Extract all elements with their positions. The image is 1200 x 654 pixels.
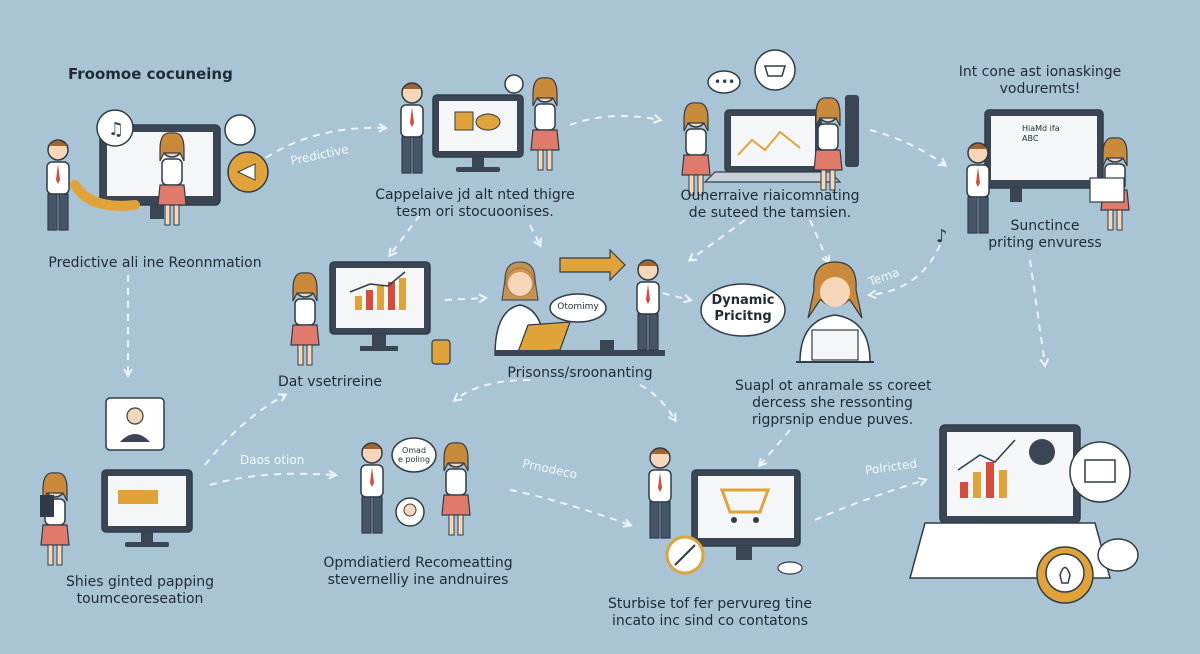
- gear-bubble-icon: [1069, 441, 1131, 503]
- scene-middle-left: [290, 261, 451, 366]
- monitor-icon: [101, 469, 193, 548]
- caption-top-right: Int cone ast ionaskinge voduremts!: [940, 64, 1140, 98]
- man-figure-icon: [636, 259, 660, 351]
- chat-bubble-icon: [707, 70, 741, 94]
- arrow-11: [444, 298, 485, 300]
- edge-label-dacs-otion: Daos otion: [240, 453, 305, 467]
- otomimy-bubble: [549, 293, 607, 323]
- caption-optimized: Opmdiatierd Recomeatting stevernelliy in…: [318, 555, 518, 589]
- svg-text:•••: •••: [714, 75, 735, 89]
- arrow-6: [690, 219, 746, 260]
- caption-line: Opmdiatierd Recomeatting: [323, 555, 513, 571]
- caption-line: Suapl ot anramale ss coreet: [735, 378, 932, 394]
- arrow-18: [509, 489, 630, 525]
- scene-bottom-left: [40, 397, 193, 566]
- man-figure-icon: [400, 82, 424, 174]
- arrow-19: [814, 480, 925, 521]
- document-icon: [811, 329, 859, 361]
- scene-top-right: ♪: [936, 109, 1130, 247]
- svg-text:♫: ♫: [108, 119, 124, 140]
- caption-personal-recommending: Prisonss/sroonanting: [507, 365, 653, 381]
- screen-line: HiaMd ifa: [1022, 124, 1060, 133]
- woman-figure-icon: [441, 442, 471, 536]
- arrow-1: [254, 128, 385, 166]
- arrow-15: [760, 429, 791, 465]
- dynamic-pricing-bubble: [700, 283, 786, 337]
- otomimy-text: Otomimy: [557, 302, 599, 312]
- arrow-9: [1029, 259, 1045, 365]
- arrow-14: [639, 384, 675, 420]
- omad-text: Omad e poling: [394, 446, 434, 464]
- arrow-2: [569, 116, 660, 126]
- chat-bubble-icon: [224, 114, 256, 146]
- arrow-17: [209, 474, 335, 486]
- caption-line: de suteed the tamsien.: [688, 205, 852, 221]
- caption-line: stevernelliy ine andnuires: [327, 572, 509, 588]
- scene-top-center: [400, 74, 560, 174]
- caption-line: Shies ginted papping: [66, 574, 214, 590]
- scene-bottom-right: [909, 424, 1139, 604]
- caption-line: tesm ori stocuoonises.: [396, 204, 554, 220]
- woman-figure-icon: [40, 472, 70, 566]
- connector-arrows: [128, 116, 1045, 525]
- caption-structure: Sturbise tof fer pervureg tine incato in…: [590, 596, 830, 630]
- man-figure-icon: [46, 139, 70, 231]
- scene-top-right-center: •••: [681, 49, 859, 196]
- bubble-line: Dynamic: [711, 293, 775, 308]
- caption-line: Cappelaive jd alt nted thigre: [375, 187, 575, 203]
- scene-middle-right: [796, 261, 874, 363]
- monitor-icon: [432, 94, 524, 173]
- woman-figure-icon: [290, 272, 320, 366]
- caption-line: incato inc sind co contatons: [612, 613, 808, 629]
- arrow-8: [870, 244, 941, 295]
- scene-bottom-center-left: [360, 437, 471, 536]
- caption-line: Sturbise tof fer pervureg tine: [608, 596, 812, 612]
- bubble-line: Pricitng: [714, 309, 772, 324]
- man-figure-icon: [360, 442, 384, 534]
- caption-line: Sunctince: [1010, 218, 1080, 234]
- caption-supply: Suapl ot anramale ss coreet dercess she …: [735, 378, 932, 429]
- man-figure-icon: [648, 447, 672, 539]
- woman-figure-icon: [530, 77, 560, 171]
- cart-bubble-icon: [754, 49, 796, 91]
- arrow-16: [204, 395, 285, 466]
- arrow-7: [809, 219, 828, 262]
- caption-data-retrieval: Dat vsetrireine: [277, 374, 383, 390]
- caption-shies: Shies ginted papping toumceoreseation: [40, 574, 240, 608]
- top-left-title: Froomoe cocuneing: [68, 65, 233, 83]
- caption-sunctince: Sunctince priting envuress: [975, 218, 1115, 252]
- caption-line: Int cone ast ionaskinge: [958, 64, 1122, 80]
- caption-line: dercess she ressonting: [752, 395, 913, 411]
- dynamic-pricing-text: Dynamic Pricitng: [701, 293, 785, 325]
- caption-predictive-recommendation: Predictive ali ine Reonnmation: [48, 255, 262, 271]
- arrow-4: [390, 214, 421, 255]
- caption-overview: Ounerraive riaicomnating de suteed the t…: [665, 188, 875, 222]
- caption-line: rigprsnip endue puves.: [751, 412, 914, 428]
- screen-line: ABC: [1022, 134, 1039, 143]
- arrow-13: [455, 379, 531, 400]
- svg-text:♪: ♪: [936, 226, 948, 247]
- scene-middle-center: [494, 248, 665, 356]
- caption-line: priting envuress: [988, 235, 1102, 251]
- caption-line: Ounerraive riaicomnating: [680, 188, 860, 204]
- arrow-sign-icon: [559, 248, 626, 282]
- arrow-3: [869, 129, 945, 165]
- bubble-line: e poling: [397, 455, 431, 464]
- scene-top-left: ♫: [46, 109, 269, 231]
- speech-bubble-icon: [391, 437, 437, 473]
- caption-line: toumceoreseation: [76, 591, 204, 607]
- caption-line: voduremts!: [999, 81, 1081, 97]
- scene-bottom-center: [648, 447, 803, 575]
- arrow-5: [529, 224, 540, 245]
- bubble-line: Omad: [401, 446, 427, 455]
- screen-text: HiaMd ifa ABC: [1022, 124, 1072, 144]
- music-bubble-icon: [96, 109, 134, 147]
- caption-capable: Cappelaive jd alt nted thigre tesm ori s…: [365, 187, 585, 221]
